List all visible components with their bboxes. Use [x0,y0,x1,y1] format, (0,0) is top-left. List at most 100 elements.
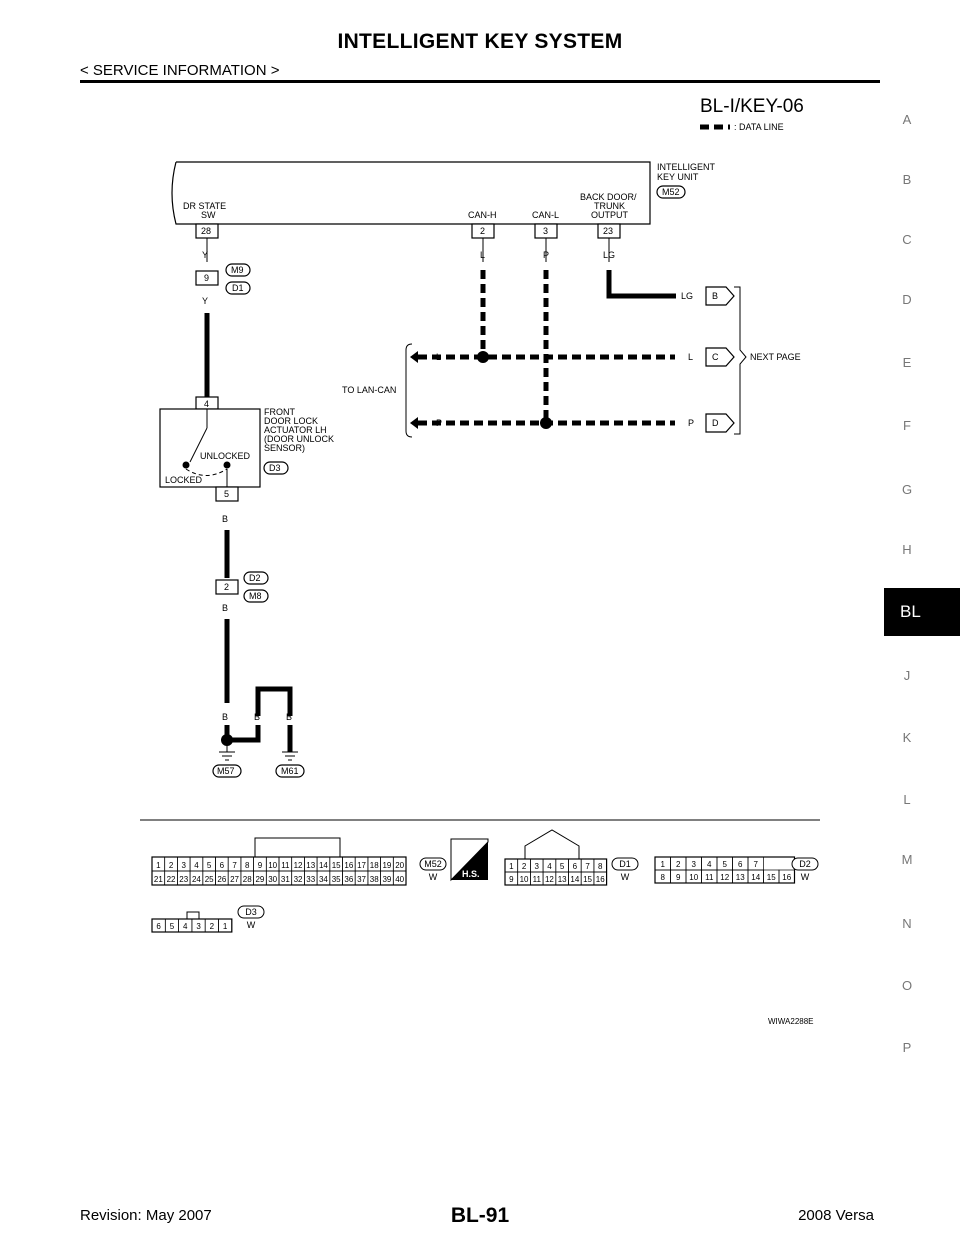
pin-28: 28 [201,226,211,236]
connector-pin-label: 16 [782,873,791,882]
connector-pin-label: 7 [754,860,759,869]
gnd-wire-1: B [222,712,228,722]
joint-pin: 9 [204,273,209,283]
connector-pin-label: 22 [167,875,176,884]
connector-pin-label: 17 [357,861,366,870]
d2-badge [243,571,269,585]
connector-pin-label: 13 [558,875,567,884]
connector-pin-label: 3 [535,862,540,871]
connector-cavity [392,870,407,886]
connector-M52-badge [419,857,447,871]
connector-cavity [218,918,233,933]
connector-id: M52 [424,859,442,869]
connector-pin-label: 28 [243,875,252,884]
next-page-brace [734,286,747,435]
connector-pin-label: 15 [767,873,776,882]
section-letter[interactable]: K [902,730,912,745]
section-letter[interactable]: G [901,482,913,497]
connector-pin-label: 11 [533,875,542,884]
arrow-b [705,286,735,306]
section-letter[interactable]: E [902,355,912,370]
connector-pin-label: 29 [255,875,264,884]
arrow-left-l [410,351,418,363]
d1-badge [225,281,251,295]
connector-cavity [593,871,607,886]
section-letter[interactable]: F [903,418,911,433]
ground-bridge [255,686,293,716]
legend-label: : DATA LINE [734,122,784,132]
connector-pin-label: 8 [661,873,666,882]
arrow-c [705,347,735,367]
section-letter[interactable]: L [903,792,911,807]
gnd-wire-2: B [254,712,260,722]
m61-badge [275,764,305,778]
connector-pin-label: 3 [196,922,201,931]
connector-pin-label: 2 [169,861,174,870]
right-label-p: P [688,418,694,428]
m57-badge [212,764,242,778]
connector-pin-label: 32 [294,875,303,884]
connector-pin-label: 37 [357,875,366,884]
lan-can-label: TO LAN-CAN [342,385,396,395]
term-2-label: CAN-H [468,210,497,220]
m8-badge [243,589,269,603]
connector-id: D2 [799,859,811,869]
section-letter[interactable]: B [902,172,912,187]
section-letter[interactable]: A [902,112,912,127]
section-letter[interactable]: H [902,542,912,557]
connector-pin-label: 13 [736,873,745,882]
connector-pin-label: 26 [217,875,226,884]
section-letter[interactable]: D [902,292,912,307]
connector-pin-label: 9 [676,873,681,882]
connector-pin-label: 9 [258,861,263,870]
term-3-label: CAN-L [532,210,559,220]
right-label-lg: LG [681,291,693,301]
connector-pin-label: 11 [281,861,290,870]
section-letter[interactable]: O [901,978,913,993]
act-name-3: ACTUATOR LH [264,425,327,435]
next-page-label: NEXT PAGE [750,352,801,362]
wire-label-y2: Y [202,296,208,306]
connector-D1-badge [611,857,639,871]
connector-pin-label: 5 [560,862,565,871]
section-letter[interactable]: J [903,668,911,683]
connector-pin-label: 8 [245,861,250,870]
act-dashed-link [185,468,228,476]
act-contact-locked [182,461,190,469]
joint-lower: D1 [232,283,244,293]
connector-id: D3 [245,907,257,917]
connector-pin-label: 5 [170,922,175,931]
figure-code: WIWA2288E [768,1017,814,1026]
connector-color: W [621,872,630,882]
connector-pin-label: 4 [183,922,188,931]
arrow-d-label: D [712,418,719,428]
wire-label-b1: B [222,514,228,524]
connector-pin-label: 12 [294,861,303,870]
connector-pin-label: 2 [210,922,215,931]
section-letter[interactable]: N [902,916,912,931]
key-unit-box [171,161,651,225]
connector-pin-label: 5 [207,861,212,870]
gnd-wire-3: B [286,712,292,722]
act-unlocked: UNLOCKED [200,451,251,461]
lan-can-brace [405,343,413,438]
connector-pin-label: 15 [332,861,341,870]
section-letter[interactable]: M [901,852,913,867]
connector-pin-label: 25 [205,875,214,884]
joint2-upper: D2 [249,573,261,583]
section-letter[interactable]: C [902,232,912,247]
hs-label: H.S. [462,869,480,879]
section-tab-active[interactable]: BL [884,588,960,636]
connector-pin-label: 14 [319,861,328,870]
arrow-c-label: C [712,352,719,362]
section-letter[interactable]: P [902,1040,912,1055]
right-label-l: L [688,352,693,362]
connector-pin-label: 24 [192,875,201,884]
act-connector: D3 [269,463,281,473]
connector-pin-label: 31 [281,875,290,884]
unit-connector: M52 [662,187,680,197]
connector-pin-label: 36 [344,875,353,884]
connector-pin-label: 13 [306,861,315,870]
connector-pin-label: 2 [676,860,681,869]
